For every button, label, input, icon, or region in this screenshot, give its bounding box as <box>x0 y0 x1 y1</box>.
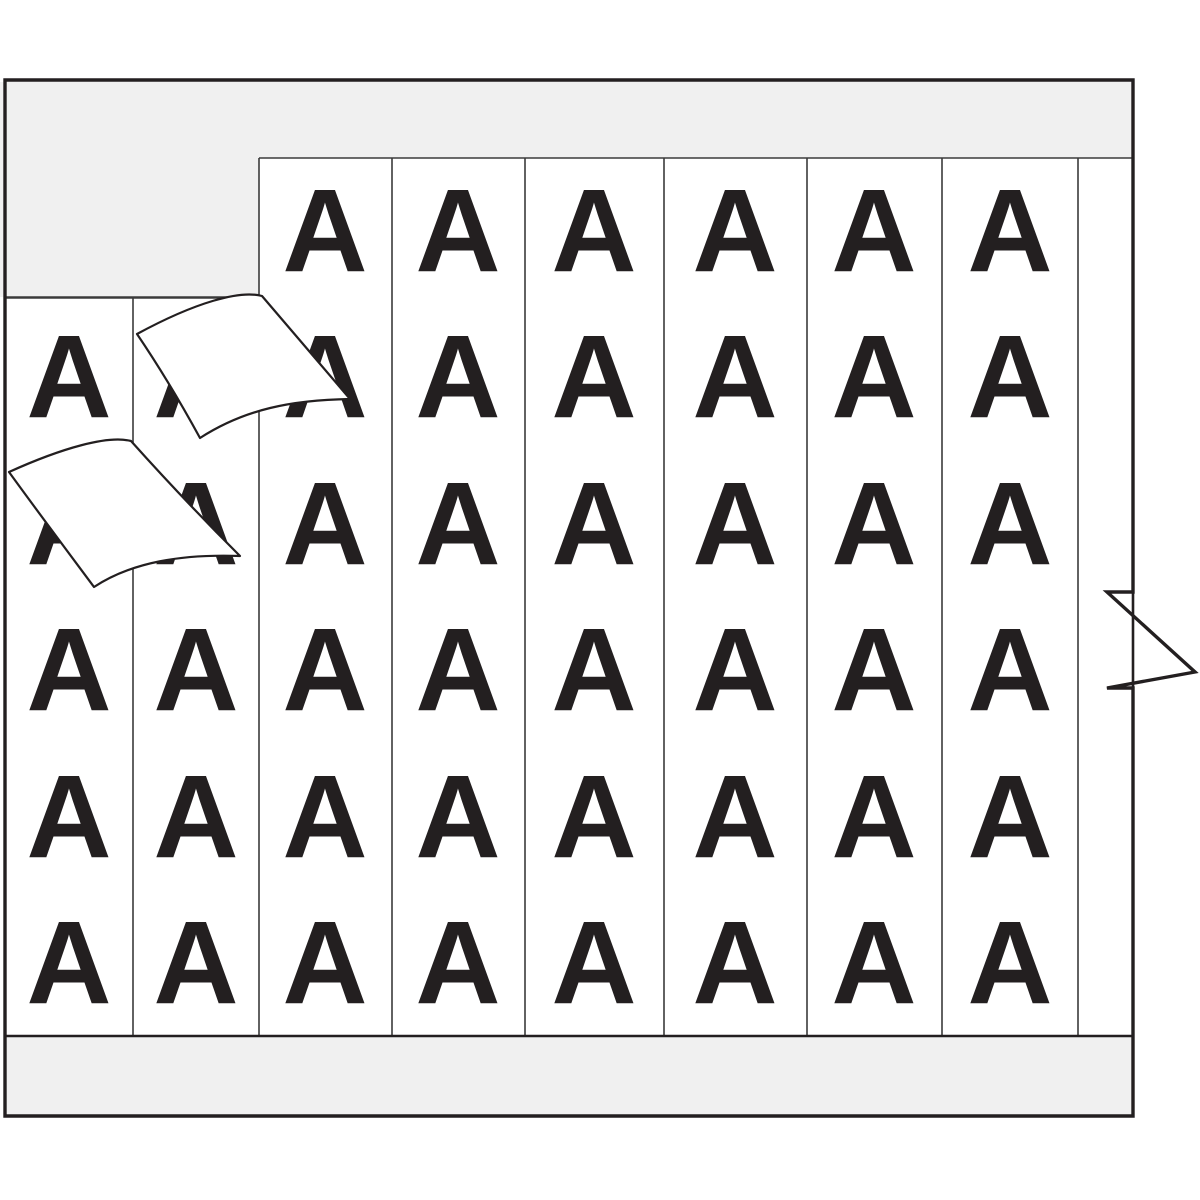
label-cell-A: A <box>831 751 916 883</box>
label-cell-A: A <box>692 458 777 590</box>
peeled-label-lower <box>7 438 242 589</box>
label-cell-A: A <box>692 165 777 297</box>
label-cell-A: A <box>282 751 367 883</box>
label-cell-A: A <box>26 604 111 736</box>
peeled-label-upper <box>135 293 352 440</box>
label-cell-A: A <box>551 897 636 1029</box>
label-cell-A: A <box>26 897 111 1029</box>
label-cell-A: A <box>415 604 500 736</box>
sheet-outer-border <box>3 78 1199 1118</box>
label-cell-A: A <box>282 897 367 1029</box>
label-cell-A: A <box>551 751 636 883</box>
label-cell-A: A <box>153 897 238 1029</box>
label-cell-A: A <box>831 604 916 736</box>
label-cell-A: A <box>153 751 238 883</box>
label-cell-A: A <box>967 458 1052 590</box>
label-cell-A: A <box>282 604 367 736</box>
label-cell-A: A <box>831 458 916 590</box>
label-cell-A: A <box>415 751 500 883</box>
label-cell-A: A <box>967 604 1052 736</box>
label-cell-A: A <box>551 604 636 736</box>
label-cell-A: A <box>551 458 636 590</box>
label-cell-A: A <box>967 165 1052 297</box>
label-cell-A: A <box>153 604 238 736</box>
label-cell-A: A <box>831 311 916 443</box>
label-cell-A: A <box>831 897 916 1029</box>
label-cell-A: A <box>26 751 111 883</box>
label-cell-A: A <box>26 311 111 443</box>
label-cell-A: A <box>551 311 636 443</box>
label-cell-A: A <box>415 458 500 590</box>
label-area-upper-right <box>259 158 1133 1036</box>
label-cell-A: A <box>551 165 636 297</box>
label-cell-A: A <box>692 897 777 1029</box>
label-cell-A: A <box>692 311 777 443</box>
label-cell-A: A <box>692 751 777 883</box>
label-cell-A: A <box>282 458 367 590</box>
label-cell-A: A <box>692 604 777 736</box>
label-cell-A: A <box>967 751 1052 883</box>
label-cell-A: A <box>415 311 500 443</box>
label-cell-A: A <box>967 897 1052 1029</box>
label-cell-A: A <box>282 165 367 297</box>
label-cell-A: A <box>415 165 500 297</box>
label-cell-A: A <box>831 165 916 297</box>
label-cell-A: A <box>415 897 500 1029</box>
label-cell-A: A <box>967 311 1052 443</box>
backing-corner-mask <box>0 82 258 297</box>
